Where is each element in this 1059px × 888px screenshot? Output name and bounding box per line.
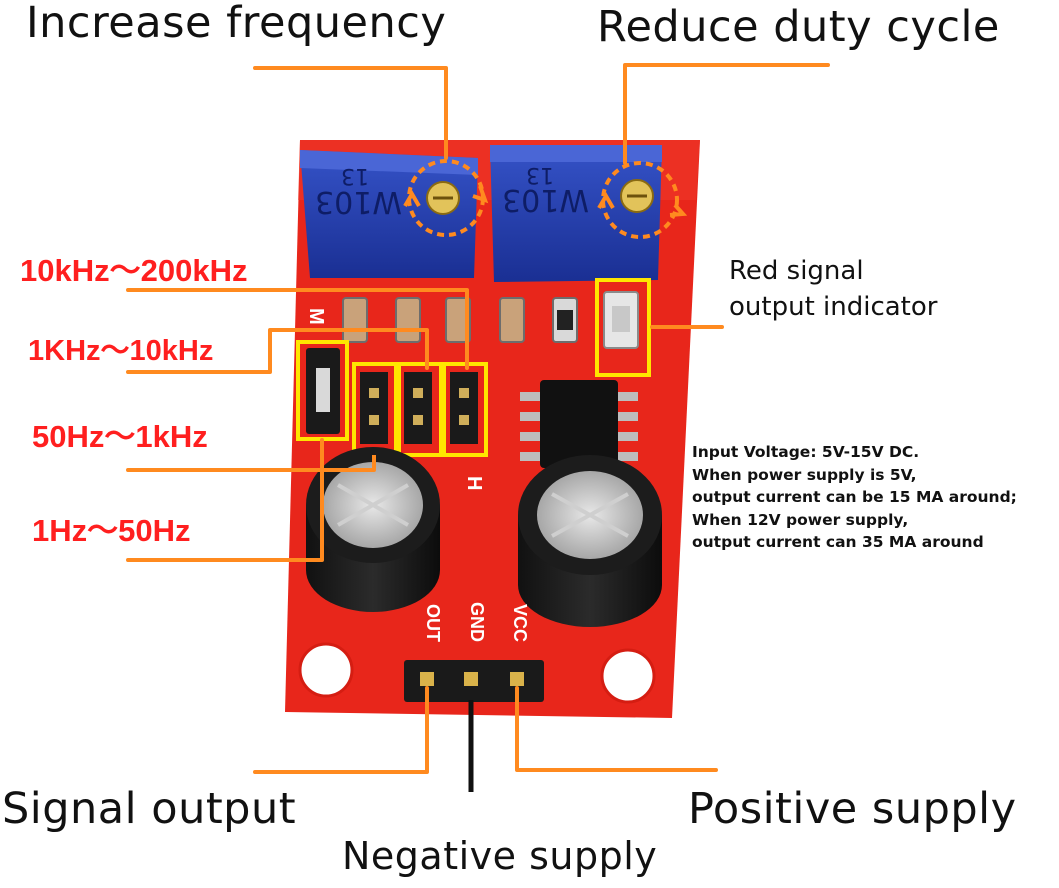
spec-line: When power supply is 5V,	[692, 465, 917, 484]
frequency-potentiometer: 13 W103	[300, 150, 478, 278]
silk-left: M	[305, 308, 327, 325]
label-range-1khz-10khz: 1KHz～10kHz	[28, 335, 214, 367]
electrolytic-capacitor-right	[518, 455, 662, 627]
rotation-arrow-frequency	[403, 159, 489, 237]
range-jumpers	[306, 348, 478, 444]
label-increase-frequency: Increase frequency	[26, 0, 447, 48]
mounting-hole-left	[298, 642, 354, 698]
label-range-1hz-50hz: 1Hz～50Hz	[32, 513, 191, 548]
pin-label-gnd: GND	[467, 602, 487, 642]
red-led-indicator	[603, 291, 639, 349]
spec-line: Input Voltage: 5V-15V DC.	[692, 443, 920, 461]
label-range-50hz-1khz: 50Hz～1kHz	[32, 419, 208, 454]
label-positive-supply: Positive supply	[688, 784, 1017, 834]
pot-marking-top: 13	[341, 163, 369, 188]
spec-line: output current can be 15 MA around;	[692, 488, 1017, 506]
timer-ic	[520, 380, 638, 468]
label-signal-output: Signal output	[2, 784, 297, 834]
label-output-indicator: output indicator	[729, 292, 938, 322]
pot-marking-top-right: 13	[526, 162, 554, 187]
pin-header	[404, 660, 544, 702]
label-negative-supply: Negative supply	[342, 834, 658, 878]
silk-h: H	[463, 476, 485, 490]
spec-line: When 12V power supply,	[692, 510, 909, 529]
label-red-signal: Red signal	[729, 256, 864, 286]
spec-block: Input Voltage: 5V-15V DC. When power sup…	[692, 441, 1017, 554]
mounting-hole-right	[600, 648, 656, 704]
label-reduce-duty-cycle: Reduce duty cycle	[597, 2, 1000, 52]
spec-line: output current can 35 MA around	[692, 533, 984, 551]
electrolytic-capacitor-left	[306, 447, 440, 612]
pot-marking-bottom: W103	[315, 184, 402, 219]
callout-leaders	[126, 63, 830, 774]
led-highlight-box	[595, 278, 651, 377]
pot-marking-bottom-right: W103	[502, 182, 589, 217]
duty-cycle-potentiometer: 13 W103	[490, 145, 662, 282]
pin-label-out: OUT	[423, 604, 443, 642]
rotation-arrow-duty	[597, 161, 688, 239]
pin-label-vcc: VCC	[510, 604, 530, 642]
label-range-10khz-200khz: 10kHz～200kHz	[20, 253, 248, 288]
